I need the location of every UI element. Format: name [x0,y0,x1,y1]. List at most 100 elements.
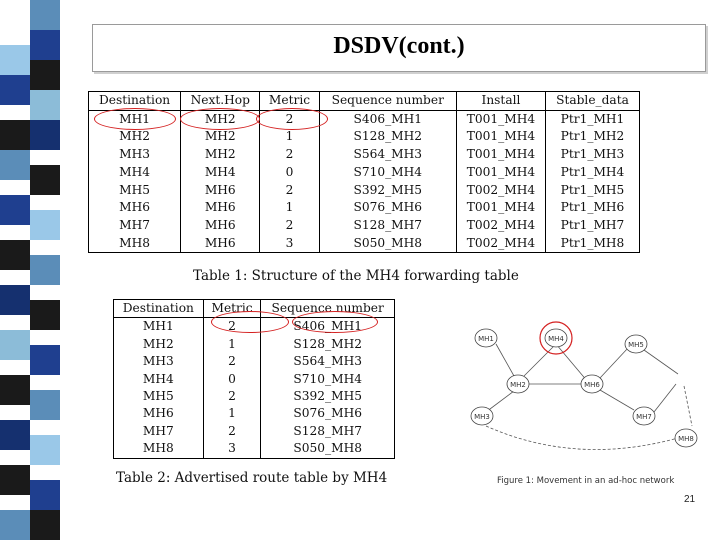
strip-square [30,390,60,420]
table-cell: Ptr1_MH7 [545,216,640,235]
table-cell: 3 [202,440,261,459]
table-cell: S050_MH8 [260,440,395,459]
highlight-ring [256,108,328,130]
network-node-label: MH5 [628,341,644,349]
network-node-label: MH6 [584,381,600,389]
table-cell: 1 [259,199,320,217]
network-node [674,428,698,448]
network-node [474,328,498,348]
table-cell: S564_MH3 [260,353,395,371]
table-cell: 1 [202,335,261,354]
strip-square [0,150,30,180]
column-header: Metric [259,91,320,111]
forwarding-table: Destination Next.Hop Metric Sequence num… [88,91,640,254]
slide-title: DSDV(cont.) [333,33,465,59]
table-cell: S564_MH3 [318,146,457,164]
table-cell: S050_MH8 [318,234,457,253]
strip-square [30,60,60,90]
highlight-ring [539,321,573,355]
decorative-strip [0,0,60,540]
table-cell: Ptr1_MH2 [545,128,640,147]
network-node-label: MH7 [636,413,652,421]
table-cell: MH4 [119,164,151,179]
table-cell: 2 [259,216,320,235]
table-cell: 2 [202,353,261,371]
strip-square [30,255,60,285]
table-cell: Ptr1_MH4 [545,163,640,182]
table-cell: MH3 [142,354,174,369]
strip-square [30,0,60,30]
strip-square [30,480,60,510]
strip-square [0,375,30,405]
table-cell: MH7 [142,423,174,438]
table-cell: MH6 [142,406,174,421]
column-header: Sequence number [318,91,457,111]
network-node [506,374,530,394]
table-cell: T001_MH4 [455,146,546,164]
table-cell: Ptr1_MH3 [545,146,640,164]
highlight-ring [94,108,176,130]
table-cell: T001_MH4 [455,163,546,182]
table-cell: 2 [259,181,320,200]
table-cell: 2 [202,422,261,441]
table-cell: MH4 [142,371,174,386]
table-cell: MH4 [180,163,260,182]
table-cell: 2 [259,146,320,164]
table-cell: S128_MH7 [260,422,395,441]
network-node [632,406,656,426]
table-cell: Ptr1_MH8 [545,234,640,253]
table-cell: S128_MH7 [318,216,457,235]
strip-square [30,300,60,330]
table-header-row: Destination Next.Hop Metric Sequence num… [88,91,640,111]
table-cell: MH5 [119,182,151,197]
strip-square [30,510,60,540]
network-node-label: MH1 [478,335,494,343]
figure-caption: Figure 1: Movement in an ad-hoc network [497,476,675,486]
table-cell: S392_MH5 [260,388,395,406]
table-cell: MH6 [180,199,260,217]
strip-square [30,90,60,120]
strip-square [0,120,30,150]
strip-square [30,30,60,60]
table-cell: MH8 [119,235,151,250]
column-header: Destination [88,91,181,111]
column-header: Destination [113,299,204,319]
network-node [470,406,494,426]
strip-square [0,285,30,315]
table1-caption: Table 1: Structure of the MH4 forwarding… [193,268,519,284]
table-cell: MH5 [142,389,174,404]
strip-square [0,465,30,495]
network-node-label: MH3 [474,413,490,421]
table-cell: 0 [202,370,261,389]
table-cell: MH3 [119,147,151,162]
table-cell: MH2 [119,129,151,144]
network-node [544,328,568,348]
strip-square [0,45,30,75]
page-number: 21 [684,494,696,505]
table-cell: MH6 [119,200,151,215]
strip-square [0,330,30,360]
highlight-ring [211,311,289,333]
table-cell: T002_MH4 [455,181,546,200]
strip-square [0,240,30,270]
table-cell: T001_MH4 [455,128,546,147]
network-node [624,334,648,354]
table-cell: S406_MH1 [318,110,457,129]
strip-square [0,420,30,450]
strip-square [30,435,60,465]
column-header: Stable_data [545,91,640,111]
table-cell: MH7 [119,217,151,232]
